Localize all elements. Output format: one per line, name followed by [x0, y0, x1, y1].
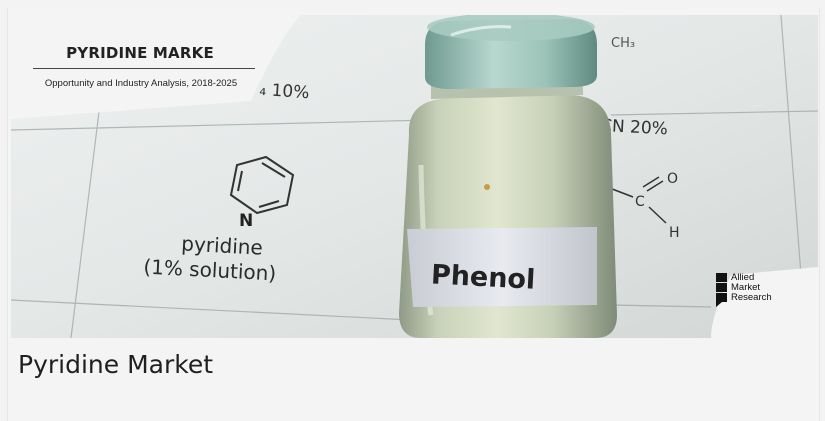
report-banner-image[interactable]: N pyridine (1% solution) ₄ 10% SCN 20% C… — [11, 15, 818, 338]
banner-title-panel: PYRIDINE MARKE Opportunity and Industry … — [11, 15, 271, 103]
logo-line-2: Market — [731, 282, 761, 293]
aldehyde-hydrogen: H — [669, 225, 680, 241]
phenol-bottle: Phenol — [399, 15, 617, 338]
formula-text-2: ₄ 10% — [259, 80, 310, 103]
banner-subtitle: Opportunity and Industry Analysis, 2018-… — [44, 78, 238, 89]
banner-scene: N pyridine (1% solution) ₄ 10% SCN 20% C… — [11, 15, 818, 338]
bottle-label: Phenol — [430, 259, 536, 295]
title-divider — [33, 68, 255, 69]
pyridine-structure — [229, 155, 295, 215]
aldehyde-oxygen: O — [667, 171, 678, 187]
pyridine-atom: N — [239, 211, 253, 231]
card-caption[interactable]: Pyridine Market — [18, 350, 214, 379]
banner-title: PYRIDINE MARKE — [66, 44, 214, 62]
aldehyde-carbon: C — [635, 194, 645, 210]
formula-text-3: CH₃ — [611, 36, 635, 51]
pyridine-label: pyridine — [181, 231, 264, 259]
logo-line-3: Research — [731, 292, 772, 303]
allied-market-research-logo: Allied Market Research — [716, 266, 800, 326]
logo-line-1: Allied — [731, 272, 755, 283]
logo-mark-icon — [716, 273, 727, 307]
